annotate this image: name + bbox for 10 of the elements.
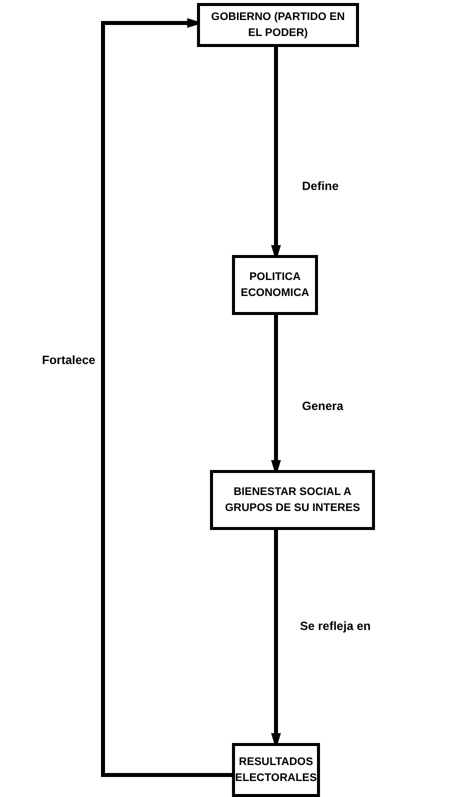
- box-text: RESULTADOS ELECTORALES: [235, 754, 317, 786]
- box-text: POLITICA ECONOMICA: [240, 270, 310, 301]
- process-box: [232, 255, 318, 315]
- process-box: [232, 743, 320, 797]
- box-text: BIENESTAR SOCIAL A GRUPOS DE SU INTERES: [224, 484, 362, 516]
- process-box: [197, 3, 359, 47]
- arrow: [101, 18, 232, 777]
- box-text: GOBIERNO (PARTIDO EN EL PODER): [210, 10, 346, 41]
- process-box: [210, 470, 375, 530]
- edge-label: Se refleja en: [298, 618, 373, 634]
